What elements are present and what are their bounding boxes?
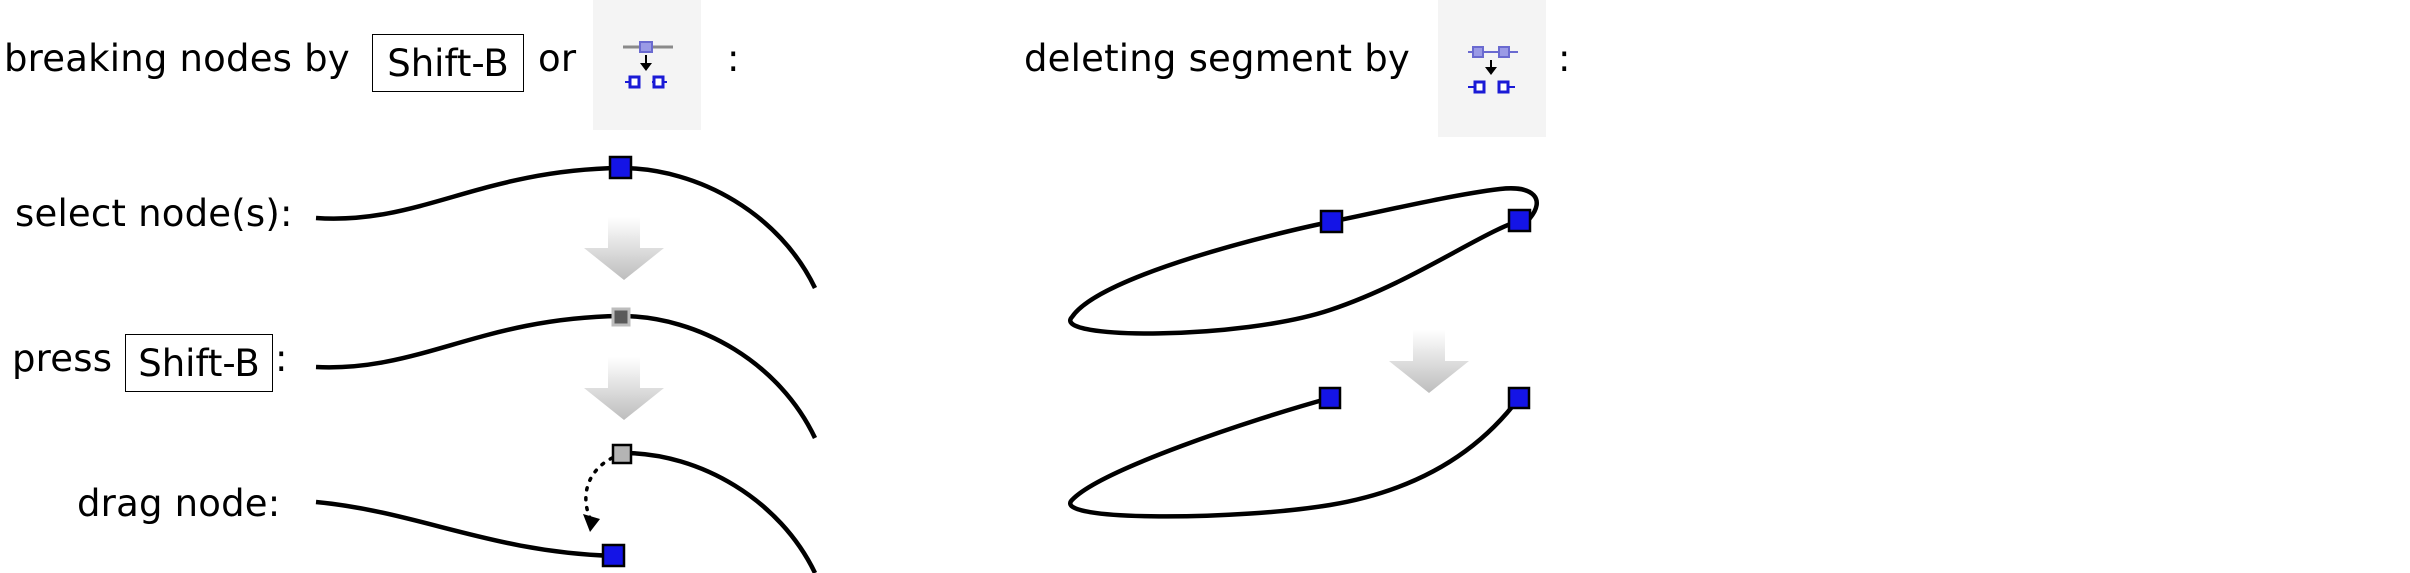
down-arrow-1	[584, 217, 664, 280]
curve-row3-right	[623, 450, 818, 573]
delete-segment-icon	[1468, 46, 1518, 94]
curve-row3-left	[315, 499, 615, 559]
end-node-right-1	[1318, 386, 1342, 410]
drag-motion-arrow	[584, 456, 614, 524]
right-heading-colon: :	[1558, 37, 1571, 80]
left-heading-colon: :	[727, 37, 740, 80]
shift-b-key-row: Shift-B	[125, 334, 273, 392]
dragged-node-row3	[601, 543, 626, 568]
down-arrow-2	[584, 357, 664, 420]
delete-segment-button[interactable]	[1438, 0, 1546, 137]
cusp-node-row2	[611, 307, 631, 327]
left-heading-text: breaking nodes by	[4, 37, 350, 80]
closed-path-top	[1067, 186, 1539, 336]
selected-node-right-2	[1507, 208, 1532, 233]
press-label: press	[12, 337, 113, 380]
break-path-icon	[623, 41, 673, 89]
drag-arrow-head	[583, 514, 600, 532]
curve-row2	[315, 313, 818, 439]
right-heading-text: deleting segment by	[1024, 37, 1411, 80]
down-arrow-right	[1389, 330, 1469, 393]
select-nodes-label: select node(s):	[15, 192, 293, 235]
curve-row1	[315, 165, 818, 289]
shift-b-key-heading: Shift-B	[372, 34, 524, 92]
end-node-right-2	[1507, 386, 1531, 410]
press-label-colon: :	[275, 337, 288, 380]
break-path-button[interactable]	[593, 0, 701, 130]
selected-node-right-1	[1319, 209, 1344, 234]
grey-node-row3	[611, 443, 633, 465]
left-heading-or: or	[538, 37, 577, 80]
drag-node-label: drag node:	[77, 482, 281, 525]
selected-node-row1	[608, 155, 633, 180]
open-path-bottom	[1067, 395, 1521, 519]
